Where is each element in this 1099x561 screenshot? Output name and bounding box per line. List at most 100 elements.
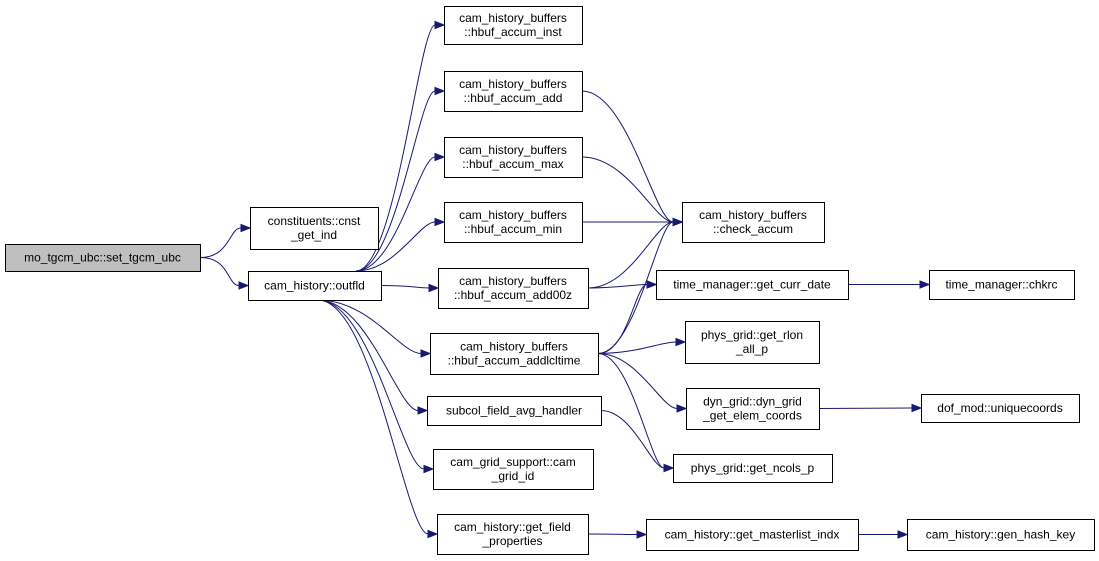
node-box — [929, 270, 1075, 300]
edge-line — [587, 284, 648, 289]
graph-node-set-tgcm-ubc[interactable]: mo_tgcm_ubc::set_tgcm_ubc — [5, 244, 201, 272]
edge-arrowhead — [240, 223, 252, 233]
edge-outfld-to-hbuf-accum-max — [355, 152, 446, 272]
graph-node-get-masterlist-indx[interactable]: cam_history::get_masterlist_indx — [646, 519, 859, 551]
node-label: ::check_accum — [713, 222, 793, 236]
edge-line — [600, 410, 665, 469]
graph-node-hbuf-accum-min[interactable]: cam_history_buffers::hbuf_accum_min — [444, 202, 583, 243]
graph-node-hbuf-accum-add[interactable]: cam_history_buffers::hbuf_accum_add — [444, 71, 583, 112]
node-label: subcol_field_avg_handler — [446, 404, 582, 418]
node-label: ::hbuf_accum_add — [464, 91, 563, 105]
node-label: ::hbuf_accum_add00z — [454, 288, 572, 302]
edge-arrowhead — [636, 530, 648, 539]
node-box — [433, 449, 594, 490]
edge-get-curr-date-to-chkrc — [848, 280, 931, 289]
node-label: time_manager::get_curr_date — [673, 278, 831, 292]
node-box — [250, 207, 379, 250]
edge-line — [597, 221, 674, 354]
node-label: cam_history_buffers — [459, 274, 567, 288]
node-label: _grid_id — [491, 469, 535, 483]
graph-node-subcol-field-avg-handler[interactable]: subcol_field_avg_handler — [427, 396, 602, 426]
edge-set-tgcm-ubc-to-outfld — [199, 257, 250, 290]
node-label: cam_history::get_field — [454, 520, 571, 534]
node-box — [444, 6, 583, 45]
node-box — [673, 454, 833, 483]
edge-line — [818, 407, 913, 409]
edge-outfld-to-get-field-properties — [317, 299, 439, 539]
node-box — [685, 321, 820, 364]
edge-line — [380, 285, 430, 289]
edge-line — [317, 299, 419, 411]
edge-arrowhead — [434, 86, 446, 96]
edge-line — [597, 353, 678, 409]
edge-arrowhead — [423, 464, 435, 474]
edge-arrowhead — [672, 217, 684, 227]
node-box — [444, 137, 583, 178]
node-label: phys_grid::get_rlon — [701, 328, 803, 342]
edge-outfld-to-hbuf-accum-min — [355, 217, 446, 272]
graph-node-uniquecoords[interactable]: dof_mod::uniquecoords — [921, 394, 1080, 423]
node-box — [686, 388, 820, 430]
nodes-layer: mo_tgcm_ubc::set_tgcm_ubc constituents::c… — [5, 6, 1095, 555]
edge-line — [355, 156, 436, 272]
edge-hbuf-accum-max-to-check-accum — [581, 156, 684, 227]
graph-node-hbuf-accum-addlcltime[interactable]: cam_history_buffers::hbuf_accum_addlclti… — [430, 333, 599, 375]
edge-outfld-to-hbuf-accum-inst — [355, 20, 446, 272]
graph-node-get-curr-date[interactable]: time_manager::get_curr_date — [656, 270, 849, 300]
edge-line — [317, 299, 422, 354]
edge-line — [597, 341, 677, 354]
node-label: _properties — [481, 534, 542, 548]
graph-node-get-ncols-p[interactable]: phys_grid::get_ncols_p — [673, 454, 833, 483]
node-label: _all_p — [735, 342, 768, 356]
graph-node-gen-hash-key[interactable]: cam_history::gen_hash_key — [907, 519, 1095, 551]
edge-hbuf-accum-addlcltime-to-get-ncols-p — [597, 353, 675, 473]
node-label: cam_history::outfld — [264, 279, 365, 293]
graph-node-hbuf-accum-add00z[interactable]: cam_history_buffers::hbuf_accum_add00z — [438, 268, 589, 309]
node-label: cam_history_buffers — [459, 11, 567, 25]
node-box — [907, 519, 1095, 551]
graph-node-hbuf-accum-max[interactable]: cam_history_buffers::hbuf_accum_max — [444, 137, 583, 178]
node-label: dof_mod::uniquecoords — [937, 401, 1062, 415]
graph-node-cnst-get-ind[interactable]: constituents::cnst_get_ind — [250, 207, 379, 250]
node-label: mo_tgcm_ubc::set_tgcm_ubc — [24, 251, 181, 265]
edge-hbuf-accum-addlcltime-to-check-accum — [597, 217, 684, 354]
graph-node-get-rlon-all-p[interactable]: phys_grid::get_rlon_all_p — [685, 321, 820, 364]
node-label: time_manager::chkrc — [945, 278, 1057, 292]
node-label: _get_elem_coords — [702, 409, 802, 423]
graph-node-chkrc[interactable]: time_manager::chkrc — [929, 270, 1075, 300]
edge-arrowhead — [434, 152, 446, 162]
graph-node-get-field-properties[interactable]: cam_history::get_field_properties — [437, 514, 589, 555]
edges-layer — [199, 20, 931, 539]
node-box — [444, 202, 583, 243]
node-box — [682, 202, 825, 243]
node-box — [430, 333, 599, 375]
node-label: constituents::cnst — [268, 214, 361, 228]
node-box — [656, 270, 849, 300]
graph-node-dyn-grid-get-elem-coords[interactable]: dyn_grid::dyn_grid_get_elem_coords — [686, 388, 820, 430]
edge-arrowhead — [417, 406, 429, 415]
edge-outfld-to-cam-grid-id — [317, 299, 435, 474]
edge-outfld-to-hbuf-accum-add — [355, 86, 446, 272]
edge-arrowhead — [676, 404, 688, 413]
edge-arrowhead — [434, 217, 446, 227]
graph-node-outfld[interactable]: cam_history::outfld — [248, 271, 382, 301]
node-label: ::hbuf_accum_inst — [464, 25, 562, 39]
edge-hbuf-accum-addlcltime-to-get-rlon-all-p — [597, 337, 687, 354]
edge-arrowhead — [238, 281, 250, 290]
node-box — [248, 271, 382, 301]
edge-arrowhead — [675, 337, 687, 347]
node-label: dyn_grid::dyn_grid — [703, 395, 802, 409]
edge-line — [317, 299, 429, 535]
edge-hbuf-accum-addlcltime-to-dyn-grid-get-elem-coords — [597, 353, 688, 413]
graph-node-cam-grid-id[interactable]: cam_grid_support::cam_grid_id — [433, 449, 594, 490]
graph-node-hbuf-accum-inst[interactable]: cam_history_buffers::hbuf_accum_inst — [444, 6, 583, 45]
node-label: ::hbuf_accum_max — [462, 157, 563, 171]
graph-node-check-accum[interactable]: cam_history_buffers::check_accum — [682, 202, 825, 243]
node-label: cam_history_buffers — [699, 208, 807, 222]
node-label: ::hbuf_accum_addlcltime — [448, 354, 581, 368]
edge-set-tgcm-ubc-to-cnst-get-ind — [199, 223, 252, 258]
node-box — [437, 514, 589, 555]
edge-arrowhead — [911, 403, 923, 413]
edge-arrowhead — [897, 530, 909, 539]
